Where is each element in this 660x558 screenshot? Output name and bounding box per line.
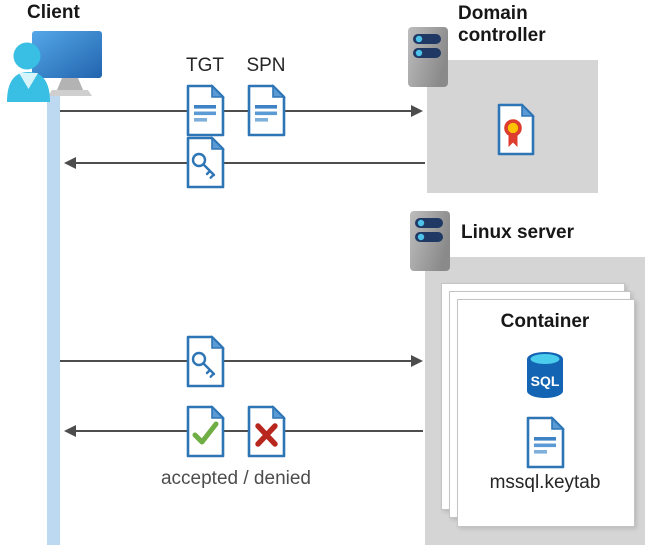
person-collar — [19, 73, 38, 89]
person-head — [13, 42, 41, 70]
monitor-base — [48, 90, 92, 96]
arrow-present-ticket-line — [60, 360, 412, 362]
arrow-request-tgt-spn-head — [411, 105, 423, 117]
domain-controller-title: Domain controller — [458, 3, 546, 46]
linux-server-icon — [410, 211, 450, 271]
key-ticket-document-icon-2 — [186, 335, 225, 388]
key-ticket-document-icon — [186, 136, 225, 189]
client-lifeline — [47, 94, 60, 545]
spn-label: SPN — [246, 55, 286, 76]
client-title: Client — [27, 2, 80, 23]
client-user-workstation-icon — [7, 31, 102, 102]
domain-controller-server-icon — [408, 27, 448, 87]
spn-document-icon — [247, 84, 286, 137]
monitor-shape — [32, 31, 102, 78]
accepted-document-icon — [186, 405, 225, 458]
arrow-return-ticket-line — [76, 162, 425, 164]
tgt-document-icon — [186, 84, 225, 137]
monitor-stand — [57, 78, 83, 90]
arrow-return-ticket-head — [64, 157, 76, 169]
sql-database-icon: SQL — [527, 352, 563, 398]
linux-server-title: Linux server — [461, 222, 574, 243]
container-card-front — [457, 299, 635, 527]
arrow-present-ticket-head — [411, 355, 423, 367]
sql-badge-text: SQL — [531, 373, 560, 389]
tgt-label: TGT — [186, 55, 224, 76]
arrow-response-head — [64, 425, 76, 437]
arrow-request-tgt-spn-line — [60, 110, 412, 112]
certificate-document-icon — [497, 103, 535, 156]
container-title: Container — [500, 311, 590, 332]
keytab-file-icon — [526, 416, 565, 469]
keytab-filename: mssql.keytab — [489, 472, 601, 493]
denied-document-icon — [247, 405, 286, 458]
accepted-denied-label: accepted / denied — [160, 468, 311, 489]
